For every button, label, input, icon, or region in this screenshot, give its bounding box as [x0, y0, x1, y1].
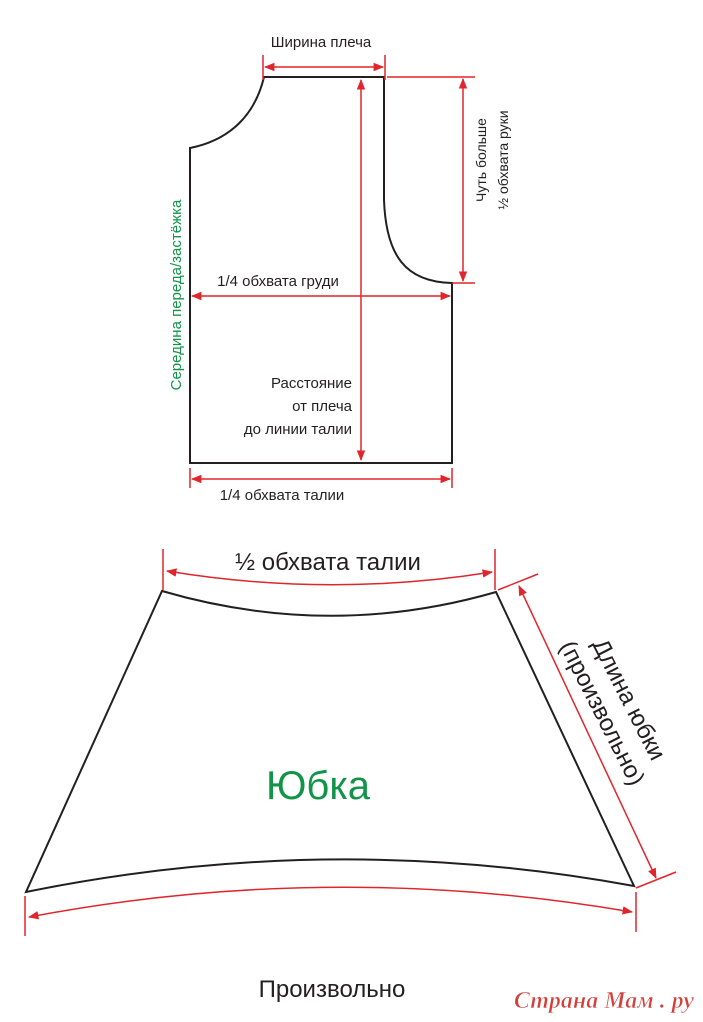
bust-label: 1/4 обхвата груди [217, 273, 339, 290]
skirt-waist-label: ½ обхвата талии [235, 549, 421, 576]
waist-label: 1/4 обхвата талии [220, 487, 345, 504]
shoulder-width-measure [262, 55, 386, 80]
bodice-length-label: Расстояние от плеча до линии талии [244, 375, 353, 438]
skirt-hem-measure [24, 886, 637, 936]
armhole-label-line2: ½ обхвата руки [495, 110, 511, 209]
skirt-length-label: Длина юбки (произвольно) [554, 634, 671, 790]
armhole-label: Чуть больше ½ обхвата руки [473, 110, 511, 209]
skirt-waist-measure [162, 549, 496, 590]
bodice-length-line3: до линии талии [244, 421, 352, 438]
armhole-label-line1: Чуть больше [473, 118, 489, 202]
waist-measure [189, 468, 453, 488]
shoulder-width-label: Ширина плеча [271, 34, 372, 51]
center-front-label: Середина переда/застёжка [168, 199, 185, 390]
bodice-length-line1: Расстояние [271, 375, 352, 392]
bodice-length-line2: от плеча [292, 398, 353, 415]
skirt-hem-label: Произвольно [259, 976, 406, 1003]
armhole-measure [387, 76, 475, 284]
skirt-title: Юбка [266, 764, 371, 808]
watermark-logo: Страна Мам . ру [514, 988, 694, 1014]
skirt-length-measure [497, 573, 677, 889]
